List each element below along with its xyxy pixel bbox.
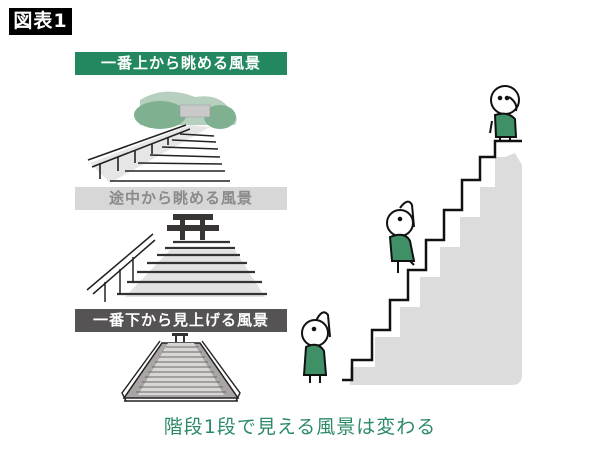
staircase-illustration xyxy=(301,85,522,385)
figure-caption: 階段1段で見える風景は変わる xyxy=(163,416,437,438)
figure-middle xyxy=(386,200,416,273)
label-view-from-top: 一番上から眺める風景 xyxy=(75,52,287,75)
label-view-from-bottom: 一番下から見上げる風景 xyxy=(75,309,287,332)
top-view-illustration xyxy=(87,91,237,183)
figure-bottom xyxy=(301,311,331,383)
stair-outline xyxy=(342,139,522,382)
bottom-view-illustration xyxy=(121,333,241,402)
middle-view-illustration xyxy=(86,214,267,302)
figure-top xyxy=(489,85,520,141)
figure-tag: 図表1 xyxy=(9,8,72,35)
label-view-from-middle: 途中から眺める風景 xyxy=(75,187,287,210)
